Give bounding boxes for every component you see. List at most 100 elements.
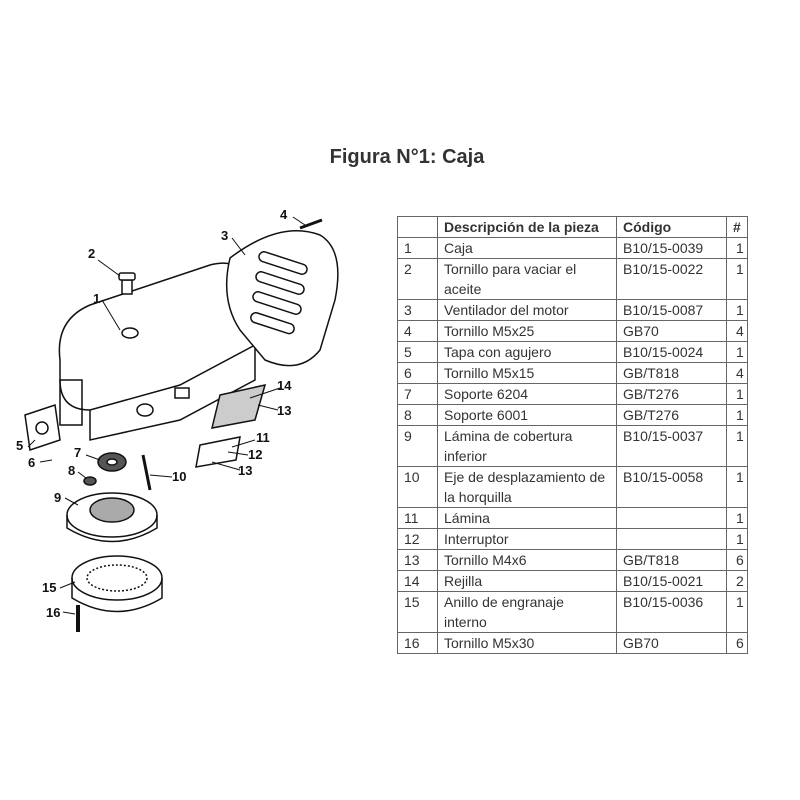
lower-cover-part bbox=[66, 492, 158, 543]
part-code: B10/15-0036 bbox=[616, 591, 727, 633]
callout-13a: 13 bbox=[277, 403, 291, 418]
part-quantity: 1 bbox=[726, 237, 748, 259]
part-description: Soporte 6204 bbox=[437, 383, 617, 405]
part-description: Tornillo M5x15 bbox=[437, 362, 617, 384]
part-description: Caja bbox=[437, 237, 617, 259]
part-quantity: 4 bbox=[726, 362, 748, 384]
part-code bbox=[616, 528, 727, 550]
part-quantity: 1 bbox=[726, 591, 748, 633]
part-description: Tapa con agujero bbox=[437, 341, 617, 363]
callout-7: 7 bbox=[74, 445, 81, 460]
callout-9: 9 bbox=[54, 490, 61, 505]
part-description: Tornillo M4x6 bbox=[437, 549, 617, 571]
part-number: 15 bbox=[397, 591, 438, 633]
part-description: Eje de desplazamiento de la horquilla bbox=[437, 466, 617, 508]
part-code: B10/15-0022 bbox=[616, 258, 727, 300]
header-description: Descripción de la pieza bbox=[437, 216, 617, 238]
bearing-part bbox=[97, 452, 127, 472]
part-number: 5 bbox=[397, 341, 438, 363]
part-number: 3 bbox=[397, 299, 438, 321]
callout-2: 2 bbox=[88, 246, 95, 261]
part-number: 2 bbox=[397, 258, 438, 300]
part-code: B10/15-0024 bbox=[616, 341, 727, 363]
callout-1: 1 bbox=[93, 291, 100, 306]
callout-5: 5 bbox=[16, 438, 23, 453]
header-qty: # bbox=[726, 216, 748, 238]
part-code: GB70 bbox=[616, 320, 727, 342]
shaft-part bbox=[141, 454, 152, 491]
grille-part bbox=[210, 383, 267, 429]
drain-screw-part bbox=[118, 272, 136, 295]
callout-15: 15 bbox=[42, 580, 56, 595]
part-quantity: 1 bbox=[726, 383, 748, 405]
part-description: Tornillo para vaciar el aceite bbox=[437, 258, 617, 300]
fan-cover-part bbox=[225, 230, 339, 367]
part-description: Ventilador del motor bbox=[437, 299, 617, 321]
callout-12: 12 bbox=[248, 447, 262, 462]
part-quantity: 1 bbox=[726, 404, 748, 426]
part-code: B10/15-0087 bbox=[616, 299, 727, 321]
housing-part bbox=[58, 262, 256, 441]
table-header: Descripción de la pieza Código # bbox=[397, 216, 748, 238]
part-quantity: 1 bbox=[726, 528, 748, 550]
part-quantity: 6 bbox=[726, 549, 748, 571]
part-code: GB/T818 bbox=[616, 362, 727, 384]
part-quantity: 6 bbox=[726, 632, 748, 654]
callout-3: 3 bbox=[221, 228, 228, 243]
part-code: B10/15-0058 bbox=[616, 466, 727, 508]
exploded-parts-diagram: 4 3 2 1 14 13 11 12 13 10 7 5 6 8 9 15 1… bbox=[16, 207, 339, 632]
callout-16: 16 bbox=[46, 605, 60, 620]
plate-part bbox=[195, 436, 241, 468]
part-code: B10/15-0021 bbox=[616, 570, 727, 592]
part-quantity: 4 bbox=[726, 320, 748, 342]
part-number: 4 bbox=[397, 320, 438, 342]
part-quantity: 1 bbox=[726, 466, 748, 508]
part-code: GB/T276 bbox=[616, 383, 727, 405]
part-number: 6 bbox=[397, 362, 438, 384]
part-number: 16 bbox=[397, 632, 438, 654]
part-description: Tornillo M5x30 bbox=[437, 632, 617, 654]
part-code: GB70 bbox=[616, 632, 727, 654]
part-code: B10/15-0037 bbox=[616, 425, 727, 467]
part-quantity: 2 bbox=[726, 570, 748, 592]
header-code: Código bbox=[616, 216, 727, 238]
part-number: 11 bbox=[397, 507, 438, 529]
part-description: Rejilla bbox=[437, 570, 617, 592]
cover-plate-part bbox=[24, 404, 61, 451]
part-description: Anillo de engranaje interno bbox=[437, 591, 617, 633]
part-description: Interruptor bbox=[437, 528, 617, 550]
ring-gear-part bbox=[71, 555, 163, 613]
callout-10: 10 bbox=[172, 469, 186, 484]
part-number: 13 bbox=[397, 549, 438, 571]
part-quantity: 1 bbox=[726, 507, 748, 529]
part-code: GB/T276 bbox=[616, 404, 727, 426]
figure-title: Figura N°1: Caja bbox=[329, 146, 485, 168]
callout-13b: 13 bbox=[238, 463, 252, 478]
screw-4 bbox=[299, 218, 323, 230]
part-quantity: 1 bbox=[726, 258, 748, 300]
callout-6: 6 bbox=[28, 455, 35, 470]
part-code: B10/15-0039 bbox=[616, 237, 727, 259]
part-number: 1 bbox=[397, 237, 438, 259]
part-description: Lámina de cobertura inferior bbox=[437, 425, 617, 467]
part-number: 12 bbox=[397, 528, 438, 550]
part-quantity: 1 bbox=[726, 425, 748, 467]
callout-8: 8 bbox=[68, 463, 75, 478]
callout-4: 4 bbox=[280, 207, 288, 222]
